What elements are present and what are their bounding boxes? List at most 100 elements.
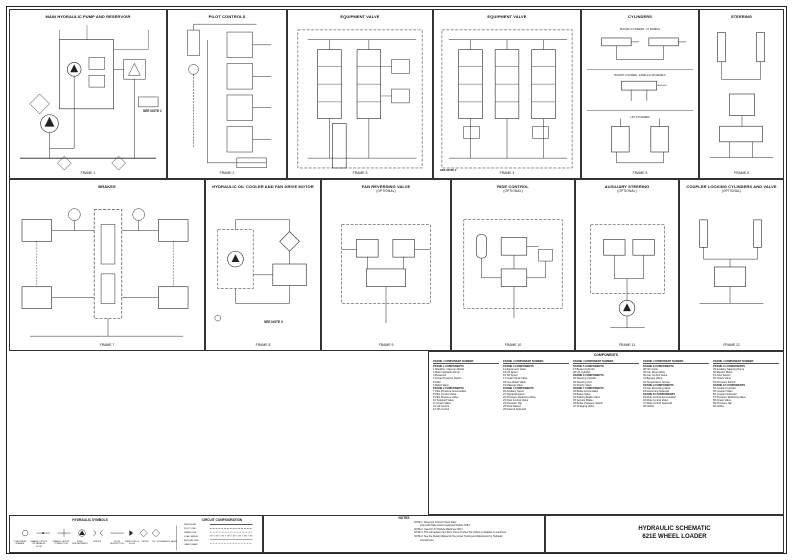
frame-label: FRAME 9 [378,343,394,347]
component-entry: 3 Reservoir [433,374,447,378]
frame-label: FRAME 7 [99,343,115,347]
legend-symbol-label: ORIFICE [92,541,102,543]
frame-title: BRAKES [98,184,116,189]
frame-main-pump: MAIN HYDRAULIC PUMP AND RESERVOIR SEE NO… [9,9,167,179]
component-entry: 17 Load Check Valve [503,377,528,381]
component-entry: 51 Flow Switch [713,374,731,378]
frame-title: STEERING [730,14,753,19]
frame-brakes: BRAKES FRAME 7 [9,179,205,351]
components-column-header: FRAME / COMPONENT NUMBER [643,360,709,365]
component-entry: 11 Check Valve [433,402,451,406]
component-entry: FRAME 5 COMPONENTS [573,365,604,369]
bucket-xt-label: BUCKET CYLINDERS - XT MODELS [620,28,660,31]
component-entry: 2 Main Hydraulic Pump [433,371,460,375]
components-column-header: FRAME / COMPONENT NUMBER [713,360,779,365]
legend-line-label: RETURN LINE [184,539,199,542]
component-entry: 39 Fan Drive Motor [643,371,666,375]
see-note-label: SEE NOTE 3 [264,320,283,324]
component-entry: 26 Kickout Solenoid [503,408,526,412]
brakes-diagram [21,208,189,337]
component-entry: FRAME 6 COMPONENTS [573,374,604,378]
frame-label: FRAME 6 [734,171,749,175]
frame-pilot: PILOT CONTROLS FRAME 2 [167,9,287,179]
frame-label: FRAME 5 [632,171,648,175]
ride-control-diagram [463,219,563,319]
component-entry: 32 Brake Accumulator [573,389,599,393]
legend-line-label: LOAD SENSE [184,535,198,538]
frame-cylinders: CYLINDERS BUCKET CYLINDERS - XT MODELS B… [581,9,699,179]
components-column-header: FRAME / COMPONENT NUMBER [503,360,569,365]
hydraulic-symbols-legend: HYDRAULIC SYMBOLS CIRCUIT CONFIGURATION … [9,515,263,553]
component-entry: 1 Breather / Vacuum Relief [433,368,464,372]
component-entry: 13 Tilt Control [433,408,450,412]
frame-title: RIDE CONTROL [497,184,529,189]
frame-label: FRAME 2 [219,171,235,175]
note-line: NOTE 3: This will replace Item 38 in Fra… [414,531,507,535]
component-entry: 22 Pressure Reducing Valve [503,396,536,400]
component-entry: 8 Pilot Control Valve [433,392,457,396]
lines-title: CIRCUIT CONFIGURATION [201,518,243,522]
frame-subtitle: (OPTIONAL) [503,189,523,193]
component-entry: 55 Coupler Valve [713,389,733,393]
frame-label: FRAME 11 [618,343,636,347]
component-entry: 58 Check Valve [713,399,731,403]
component-entry: 6 Relief Valve [433,383,449,387]
component-entry: 38 Oil Cooler [643,368,659,372]
fan-reversing-diagram [341,224,431,324]
component-entry: 7 Pilot Pressure Accumulator [433,389,467,393]
component-entry: 48 Orifice [643,405,655,409]
component-entry: 47 Ride Control Solenoid [643,402,672,406]
component-entry: 28 Lift Cylinder [573,371,591,375]
frame-cooler: HYDRAULIC OIL COOLER AND FAN DRIVE MOTOR… [205,179,321,351]
schematic-sheet: MAIN HYDRAULIC PUMP AND RESERVOIR SEE NO… [6,6,787,554]
component-entry: 9 Pilot Pressure Valve [433,396,459,400]
legend-line-label: CASE DRAIN [184,543,198,546]
component-entry: 14 Equipment Valve [503,368,527,372]
component-entry: 60 Orifice [713,405,725,409]
components-column-header: FRAME / COMPONENT NUMBER [573,360,639,365]
frame-subtitle: (OPTIONAL) [376,189,396,193]
component-entry: 59 Pressure Tap [713,402,732,406]
legend-symbol-label: SHARED CIRCUIT CONNECTION [52,541,70,546]
component-entry: 46 Ride Control Valve [643,399,669,403]
component-entry: 30 Steering Unit [573,380,592,384]
component-entry: 16 Tilt Spool [503,374,518,378]
pump-reservoir-diagram [19,24,159,171]
frame-title: FAN REVERSING VALVE [361,184,411,189]
component-entry: FRAME 12 COMPONENTS [713,383,746,387]
component-entry: 23 Flow Control Valve [503,399,529,403]
legend-symbols [22,524,253,551]
frame-title: HYDRAULIC OIL COOLER AND FAN DRIVE MOTOR [212,184,314,189]
component-entry: FRAME 7 COMPONENTS [573,386,604,390]
see-note-label: SEE NOTE 2 [440,168,457,172]
components-title: COMPONENTS [593,353,619,357]
frame-label: FRAME 4 [499,171,515,175]
frame-subtitle: (OPTIONAL) [721,189,742,193]
frame-label: FRAME 10 [504,343,522,347]
legend-symbol-label: FILTER [141,541,149,543]
frame-steering: STEERING FRAME 6 [699,9,784,179]
notes-box: NOTES NOTE 1: Reservoir Control Check Va… [263,515,545,553]
component-entry: 29 Steering Cylinder [573,377,597,381]
component-entry: 57 Pressure Reducing Valve [713,396,746,400]
component-entry: 40 Fan Control Valve [643,374,668,378]
component-entry: 12 Lift Control [433,405,450,409]
legend-symbol-label: CHECK VALVE [163,541,177,543]
frame-title: EQUIPMENT VALVE [487,14,527,19]
frame-label: FRAME 1 [80,171,96,175]
frame-label: FRAME 8 [255,343,271,347]
steering-diagram [709,32,774,158]
frame-equip-valve-1: EQUIPMENT VALVE FRAME 3 [287,9,433,179]
component-entry: 18 Line Relief Valve [503,380,526,384]
note-line: Used with Ride Control equipped Models O… [414,524,471,528]
note-line: NOTE 2: Used for XT Models Machines ONLY… [414,527,464,531]
component-entry: 10 Solenoid Valve [433,399,454,403]
legend-symbol-label: SHARED CIRCUIT OR PARALLEL FLOW [30,541,48,548]
frame-title: PILOT CONTROLS [208,14,246,19]
component-entry: FRAME 4 COMPONENTS [503,386,534,390]
frame-title: CYLINDERS [627,14,652,19]
